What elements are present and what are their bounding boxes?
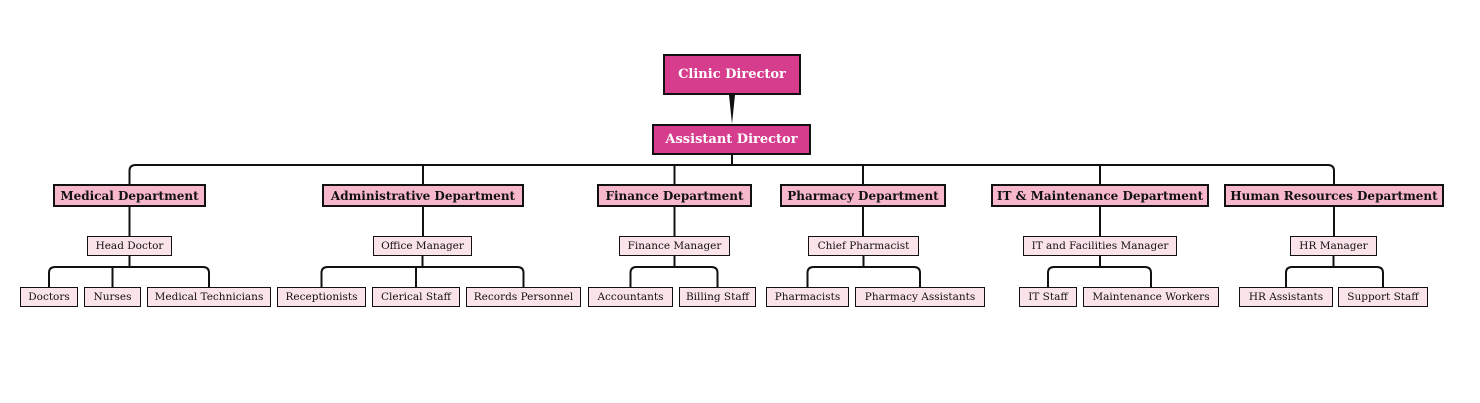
administrative-department-manager-node: Office Manager xyxy=(373,236,472,256)
staff-node-hr-assistants: HR Assistants xyxy=(1239,287,1333,307)
human-resources-department-manager-node: HR Manager xyxy=(1290,236,1377,256)
staff-bus-connector xyxy=(320,266,525,287)
staff-node-support-staff: Support Staff xyxy=(1338,287,1428,307)
staff-bus-connector xyxy=(1047,266,1152,287)
staff-node-nurses: Nurses xyxy=(84,287,141,307)
staff-node-accountants: Accountants xyxy=(588,287,673,307)
pharmacy-department-node: Pharmacy Department xyxy=(780,184,946,207)
clinic-director-node: Clinic Director xyxy=(663,54,801,95)
pharmacy-department-manager-node: Chief Pharmacist xyxy=(808,236,919,256)
director-assistant-connector xyxy=(729,95,735,124)
finance-department-manager-node: Finance Manager xyxy=(619,236,730,256)
staff-node-medical-technicians: Medical Technicians xyxy=(147,287,271,307)
staff-bus-connector xyxy=(48,266,210,287)
it-maintenance-department-node: IT & Maintenance Department xyxy=(991,184,1209,207)
finance-department-node: Finance Department xyxy=(597,184,752,207)
staff-node-receptionists: Receptionists xyxy=(277,287,366,307)
medical-department-manager-node: Head Doctor xyxy=(87,236,172,256)
staff-node-clerical-staff: Clerical Staff xyxy=(372,287,460,307)
staff-node-maintenance-workers: Maintenance Workers xyxy=(1083,287,1219,307)
staff-bus-connector xyxy=(629,266,719,287)
department-bus-connector xyxy=(128,164,1335,184)
staff-bus-connector xyxy=(1285,266,1384,287)
it-maintenance-department-manager-node: IT and Facilities Manager xyxy=(1023,236,1177,256)
staff-node-pharmacy-assistants: Pharmacy Assistants xyxy=(855,287,985,307)
administrative-department-node: Administrative Department xyxy=(322,184,524,207)
staff-node-pharmacists: Pharmacists xyxy=(766,287,849,307)
human-resources-department-node: Human Resources Department xyxy=(1224,184,1444,207)
assistant-director-node: Assistant Director xyxy=(652,124,811,155)
staff-node-records-personnel: Records Personnel xyxy=(466,287,581,307)
staff-node-doctors: Doctors xyxy=(20,287,78,307)
medical-department-node: Medical Department xyxy=(53,184,206,207)
staff-node-it-staff: IT Staff xyxy=(1019,287,1077,307)
staff-bus-connector xyxy=(806,266,921,287)
staff-node-billing-staff: Billing Staff xyxy=(679,287,756,307)
